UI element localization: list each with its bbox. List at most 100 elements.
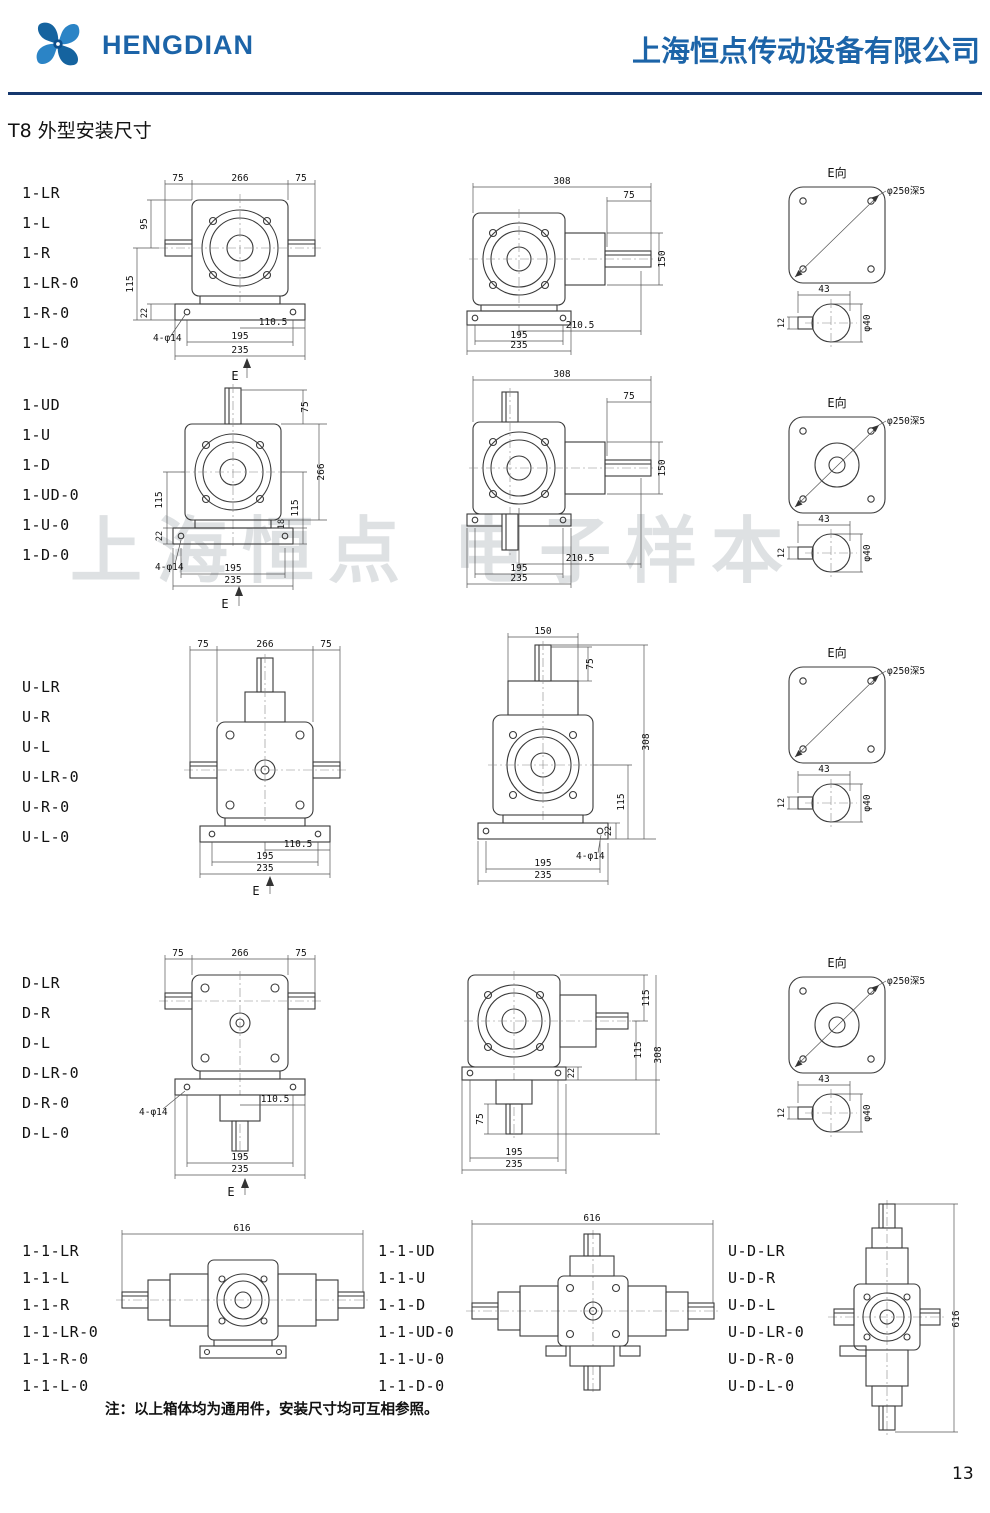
model-label: U-D-L bbox=[728, 1296, 776, 1314]
shaft-end-view bbox=[787, 771, 863, 827]
dim-label: 4-φ14 bbox=[153, 333, 182, 344]
dim-label: 235 bbox=[510, 573, 527, 584]
dimension-lines bbox=[895, 1203, 958, 1433]
dim-label: 308 bbox=[641, 733, 652, 750]
drawing-1-1-ud: 616 bbox=[466, 1213, 719, 1394]
drawing-1-1-lr: 616 bbox=[116, 1223, 369, 1359]
model-list-5a: 1-1-LR 1-1-L 1-1-R 1-1-LR-0 1-1-R-0 1-1-… bbox=[22, 1238, 98, 1400]
dim-label: 43 bbox=[818, 514, 829, 525]
model-label: 1-1-U-0 bbox=[378, 1350, 445, 1368]
dim-label: 18 bbox=[277, 519, 287, 529]
model-label: U-L-0 bbox=[22, 828, 70, 846]
dim-label: 308 bbox=[553, 369, 570, 380]
dim-label: 75 bbox=[623, 190, 634, 201]
dim-label: 43 bbox=[818, 284, 829, 295]
dim-label: 115 bbox=[125, 275, 136, 292]
dim-label: 616 bbox=[951, 1310, 962, 1327]
model-list-5c: U-D-LR U-D-R U-D-L U-D-LR-0 U-D-R-0 U-D-… bbox=[728, 1238, 804, 1400]
dim-label: 75 bbox=[475, 1113, 486, 1124]
dim-label: 195 bbox=[231, 1152, 248, 1163]
model-label: U-D-LR bbox=[728, 1242, 786, 1260]
dim-label: φ250深5 bbox=[887, 186, 925, 197]
dimension-lines bbox=[164, 955, 316, 993]
dim-label: 195 bbox=[231, 331, 248, 342]
dimension-lines bbox=[133, 199, 306, 378]
model-label: U-D-R bbox=[728, 1269, 776, 1287]
model-label: 1-R-0 bbox=[22, 304, 70, 322]
dim-label: 195 bbox=[505, 1147, 522, 1158]
dim-label: 210.5 bbox=[566, 320, 595, 331]
dim-label: 308 bbox=[553, 176, 570, 187]
front-view-1ud: 75 266 115 18 115 22 4-φ14 195 235 E bbox=[155, 384, 327, 609]
pinwheel-logo-icon bbox=[36, 22, 80, 66]
model-label: 1-U bbox=[22, 426, 51, 444]
dim-label: 75 bbox=[172, 948, 183, 959]
dim-label: 235 bbox=[224, 575, 241, 586]
dimension-lines bbox=[471, 1220, 714, 1303]
dim-label: 22 bbox=[140, 308, 150, 318]
dim-label: 43 bbox=[818, 764, 829, 775]
dimension-lines bbox=[472, 376, 652, 460]
dim-label: 75 bbox=[295, 173, 306, 184]
dim-label: 195 bbox=[224, 563, 241, 574]
model-list-3: U-LR U-R U-L U-LR-0 U-R-0 U-L-0 bbox=[22, 672, 79, 852]
e-direction-view: E向 φ250深5 43 12 φ40 bbox=[777, 645, 925, 827]
dim-label: 235 bbox=[505, 1159, 522, 1170]
flange-face bbox=[788, 416, 887, 514]
dim-label: 12 bbox=[777, 1108, 787, 1118]
dim-label: 22 bbox=[567, 1068, 577, 1078]
side-view-ulr: 150 75 22 115 308 4-φ14 bbox=[477, 626, 656, 885]
dim-label: 195 bbox=[510, 330, 527, 341]
dim-label: φ250深5 bbox=[887, 976, 925, 987]
model-label: U-D-L-0 bbox=[728, 1377, 795, 1395]
e-direction-view: E向 φ250深5 43 12 φ40 bbox=[777, 395, 925, 577]
dimension-lines bbox=[466, 232, 663, 355]
view-direction-label: E bbox=[231, 369, 238, 382]
dim-label: 115 bbox=[155, 491, 165, 508]
dim-label: φ250深5 bbox=[887, 416, 925, 427]
dimension-lines bbox=[477, 644, 656, 885]
model-label: U-LR-0 bbox=[22, 768, 80, 786]
shaft-end-view bbox=[787, 1081, 863, 1137]
model-label: U-R bbox=[22, 708, 51, 726]
dim-label: 235 bbox=[256, 863, 273, 874]
model-label: 1-1-LR bbox=[22, 1242, 80, 1260]
view-direction-label: E bbox=[221, 597, 228, 609]
gearbox-body bbox=[828, 1200, 946, 1436]
dim-label: 266 bbox=[231, 173, 248, 184]
gearbox-body bbox=[159, 971, 321, 1155]
gearbox-body bbox=[477, 641, 609, 840]
model-label: 1-1-D-0 bbox=[378, 1377, 445, 1395]
dim-label: 12 bbox=[777, 548, 787, 558]
model-label: D-L bbox=[22, 1034, 51, 1052]
gearbox-body bbox=[466, 1230, 719, 1394]
dimension-lines bbox=[164, 180, 316, 240]
dim-label: 110.5 bbox=[259, 317, 288, 328]
model-label: U-D-R-0 bbox=[728, 1350, 795, 1368]
dim-label: 195 bbox=[256, 851, 273, 862]
dim-label: 4-φ14 bbox=[576, 851, 605, 862]
dimension-lines bbox=[163, 389, 327, 606]
dimension-lines bbox=[162, 1090, 306, 1195]
gearbox-body bbox=[466, 388, 655, 556]
dimension-lines bbox=[461, 974, 660, 1174]
dim-label: 12 bbox=[777, 798, 787, 808]
model-label: 1-1-R bbox=[22, 1296, 70, 1314]
model-label: 1-R bbox=[22, 244, 51, 262]
dim-label: 75 bbox=[320, 639, 331, 650]
model-label: D-LR bbox=[22, 974, 61, 992]
model-label: D-L-0 bbox=[22, 1124, 70, 1142]
dim-label: 115 bbox=[290, 499, 301, 516]
model-label: 1-UD bbox=[22, 396, 61, 414]
front-view-dlr: 75 266 75 4-φ14 110.5 195 bbox=[139, 948, 321, 1197]
dim-label: 4-φ14 bbox=[155, 562, 184, 573]
dim-label: 235 bbox=[231, 345, 248, 356]
model-label: 1-1-UD bbox=[378, 1242, 436, 1260]
model-list-2: 1-UD 1-U 1-D 1-UD-0 1-U-0 1-D-0 bbox=[22, 390, 79, 570]
model-label: 1-1-L-0 bbox=[22, 1377, 89, 1395]
dim-label: 75 bbox=[623, 391, 634, 402]
dim-label: 75 bbox=[172, 173, 183, 184]
model-label: 1-1-UD-0 bbox=[378, 1323, 455, 1341]
dim-label: 616 bbox=[583, 1213, 600, 1224]
